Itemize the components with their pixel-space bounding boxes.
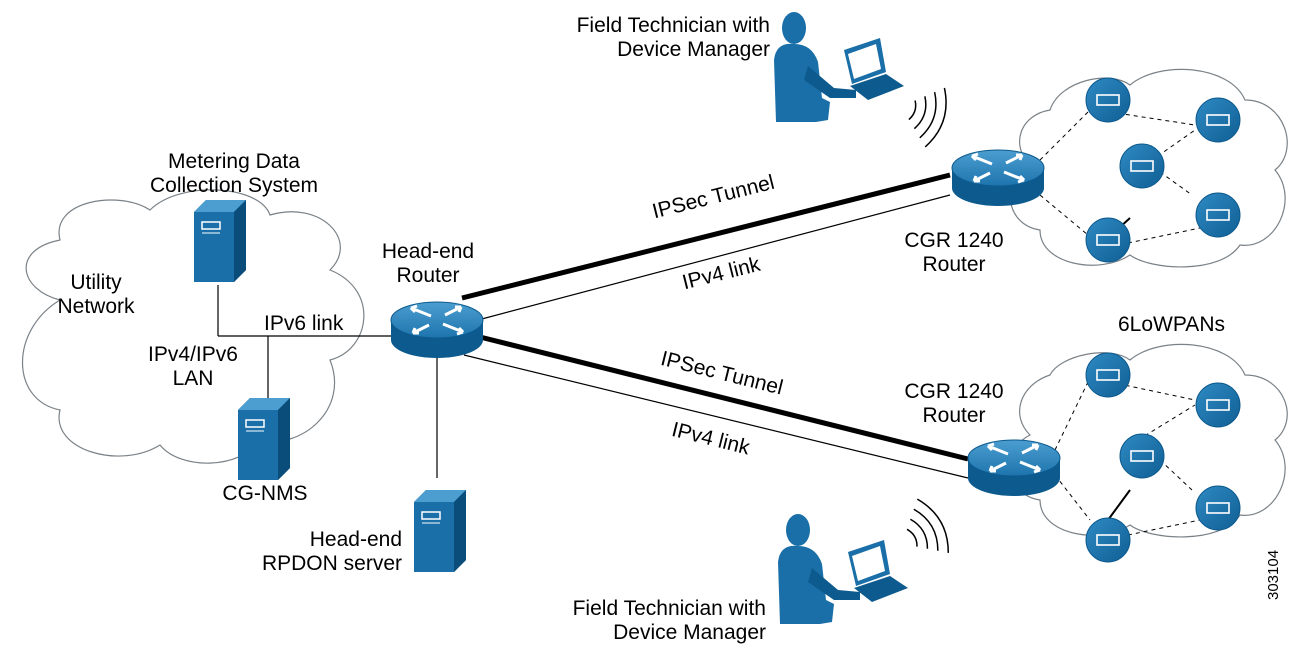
figure-id-label: 303104 <box>1265 549 1282 600</box>
rpdon-label-line1: Head-end <box>309 528 402 551</box>
meter-icon <box>1195 97 1241 143</box>
field-technician-bottom-icon <box>778 514 908 624</box>
cgr-top-line2: Router <box>922 253 986 276</box>
lan-label-line1: IPv4/IPv6 <box>148 343 238 366</box>
metering-label-line2: Collection System <box>149 174 319 197</box>
rpdon-server-icon <box>413 489 467 573</box>
mesh-bottom-links <box>1054 381 1201 536</box>
headend-router-line2: Router <box>396 264 460 287</box>
technician-top-line1: Field Technician with <box>576 14 770 37</box>
metering-server-icon <box>193 199 247 283</box>
ipsec-tunnel-bottom-line <box>479 334 969 462</box>
ipsec-tunnel-top-line <box>461 172 951 301</box>
headend-router-icon <box>389 300 485 360</box>
headend-router-label: Head-end Router <box>378 240 478 288</box>
technician-bottom-line1: Field Technician with <box>572 597 766 620</box>
lan-label-line2: LAN <box>172 367 214 390</box>
cgr-bottom-router-icon <box>966 438 1062 498</box>
headend-router-line1: Head-end <box>381 240 475 263</box>
ipv4-link-bottom-line <box>463 354 969 479</box>
meter-icon <box>1195 485 1241 531</box>
meter-icon <box>1085 77 1131 123</box>
metering-label: Metering Data Collection System <box>134 150 334 198</box>
rpdon-label: Head-end RPDON server <box>230 528 402 576</box>
cgr-bottom-label: CGR 1240 Router <box>894 380 1014 428</box>
lan-label: IPv4/IPv6 LAN <box>128 343 258 391</box>
utility-network-cloud <box>21 189 365 464</box>
ipv6-link-label: IPv6 link <box>264 312 344 335</box>
cgr-top-line1: CGR 1240 <box>904 229 1004 252</box>
cgr-top-router-icon <box>950 148 1046 208</box>
technician-bottom-line2: Device Manager <box>613 621 766 644</box>
utility-network-line2: Network <box>57 295 135 318</box>
mesh-label: 6LoWPANs <box>1118 313 1225 336</box>
technician-bottom-label: Field Technician with Device Manager <box>496 597 766 645</box>
cgr-bottom-line2: Router <box>922 404 986 427</box>
meter-icon <box>1195 382 1241 428</box>
meter-icon <box>1119 433 1165 479</box>
utility-network-line1: Utility <box>70 271 122 294</box>
meter-icon <box>1085 517 1131 563</box>
meter-icon <box>1085 352 1131 398</box>
cg-nms-label: CG-NMS <box>222 482 308 505</box>
utility-network-label: Utility Network <box>46 271 146 319</box>
rpdon-label-line2: RPDON server <box>261 552 402 575</box>
cgr-top-label: CGR 1240 Router <box>894 229 1014 277</box>
technician-top-line2: Device Manager <box>617 38 770 61</box>
technician-top-label: Field Technician with Device Manager <box>500 14 770 62</box>
wireless-waves-top-icon <box>901 79 954 151</box>
ipv4-link-top-line <box>477 194 951 321</box>
wireless-waves-bottom-icon <box>895 493 957 566</box>
meter-icon <box>1195 192 1241 238</box>
cgr-bottom-line1: CGR 1240 <box>904 380 1004 403</box>
metering-label-line1: Metering Data <box>168 150 300 173</box>
meter-icon <box>1119 143 1165 189</box>
cg-nms-server-icon <box>237 397 291 481</box>
meter-icon <box>1085 217 1131 263</box>
field-technician-top-icon <box>774 12 904 122</box>
